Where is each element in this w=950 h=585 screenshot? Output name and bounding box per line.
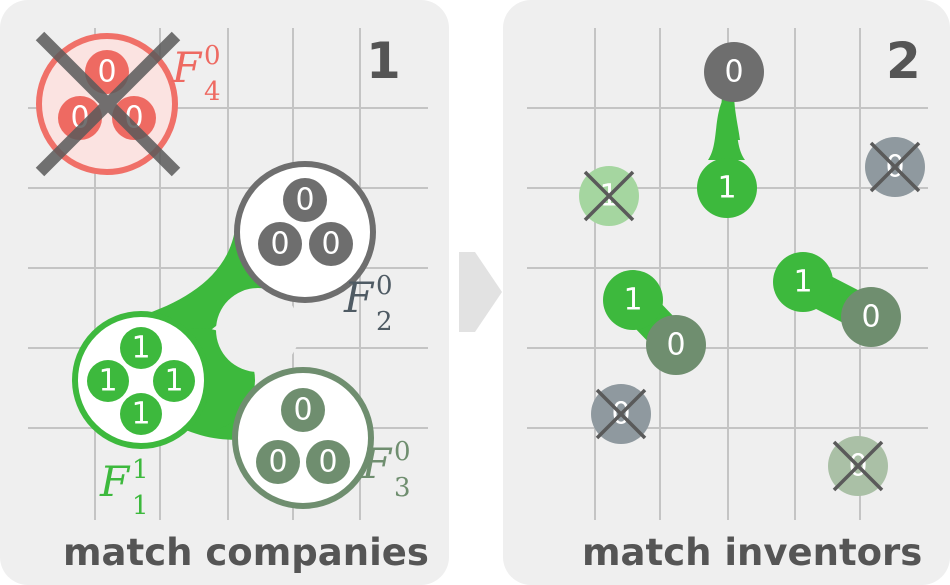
- caption-match-inventors: match inventors: [582, 531, 922, 574]
- panel-match-inventors: 2 0 1 1 0 1 0 1: [503, 0, 950, 585]
- member-value: 0: [270, 227, 289, 262]
- label-f1-sub: 1: [132, 491, 149, 521]
- member-value: 0: [295, 183, 314, 218]
- member-circle: [306, 440, 350, 484]
- member-value: 1: [131, 397, 150, 432]
- arrow-right-icon: [459, 252, 502, 332]
- label-f3-sup: 0: [394, 437, 411, 467]
- member-circle: [281, 388, 325, 432]
- member-value: 1: [98, 364, 117, 399]
- inventor-pair-top: 0 1: [697, 42, 764, 218]
- company-f4-excluded: 0 0 0 F 0 4: [35, 31, 221, 177]
- member-circle: [309, 222, 353, 266]
- label-f2-sup: 0: [376, 271, 393, 301]
- inventor-circle: [646, 315, 706, 375]
- member-value: 0: [318, 445, 337, 480]
- label-f4-sup: 0: [204, 41, 221, 71]
- inventor-circle: [603, 270, 663, 330]
- member-value: 0: [321, 227, 340, 262]
- connector-notch: [216, 288, 300, 372]
- panel-match-companies: 1 0 0 0 F 0 4: [0, 0, 449, 585]
- member-circle: [120, 327, 162, 369]
- inventor-value: 0: [861, 300, 880, 335]
- company-f1: 1 1 1 1 F 1 1: [72, 311, 210, 521]
- member-circle: [112, 96, 156, 140]
- member-value: 1: [164, 364, 183, 399]
- inventor-circle: [697, 158, 757, 218]
- inventor-value: 0: [724, 55, 743, 90]
- member-circle: [283, 178, 327, 222]
- cross-icon: [595, 388, 647, 440]
- member-circle: [87, 360, 129, 402]
- inventor-excluded-slate-top: 0: [865, 137, 925, 197]
- inventor-excluded-light-green: 1: [579, 166, 639, 226]
- company-f3: 0 0 0 F 0 3: [232, 367, 411, 509]
- company-f2: 0 0 0 F 0 2: [234, 161, 393, 337]
- label-f3-sub: 3: [394, 473, 411, 503]
- label-f4: F: [171, 43, 203, 92]
- inventor-circle: [841, 287, 901, 347]
- label-f1: F: [99, 457, 131, 506]
- caption-match-companies: match companies: [63, 531, 429, 574]
- cross-icon: [832, 440, 884, 492]
- inventor-value: 1: [717, 171, 736, 206]
- inventor-value: 0: [666, 328, 685, 363]
- inventor-excluded-sage: 0: [828, 436, 888, 496]
- member-circle: [153, 360, 195, 402]
- inventor-pair-right: 1 0: [773, 252, 901, 347]
- member-circle: [258, 222, 302, 266]
- inventor-excluded-slate-bottom: 0: [591, 384, 651, 444]
- label-f4-sub: 4: [204, 77, 221, 107]
- inventor-circle: [704, 42, 764, 102]
- member-value: 0: [97, 55, 116, 90]
- label-f3: F: [361, 439, 393, 488]
- member-value: 0: [293, 393, 312, 428]
- inventor-value: 1: [623, 283, 642, 318]
- member-circle: [85, 50, 129, 94]
- step-number-2: 2: [886, 32, 921, 90]
- step-number-1: 1: [366, 32, 401, 90]
- cross-icon: [583, 170, 635, 222]
- member-value: 0: [268, 445, 287, 480]
- member-circle: [120, 393, 162, 435]
- inventor-value: 1: [793, 265, 812, 300]
- cross-icon: [869, 141, 921, 193]
- inventor-circle: [773, 252, 833, 312]
- label-f1-sup: 1: [132, 455, 149, 485]
- label-f2: F: [343, 273, 375, 322]
- inventor-pair-left: 1 0: [603, 270, 706, 375]
- label-f2-sub: 2: [376, 307, 393, 337]
- member-circle: [256, 440, 300, 484]
- member-value: 1: [131, 331, 150, 366]
- cross-icon: [35, 31, 181, 177]
